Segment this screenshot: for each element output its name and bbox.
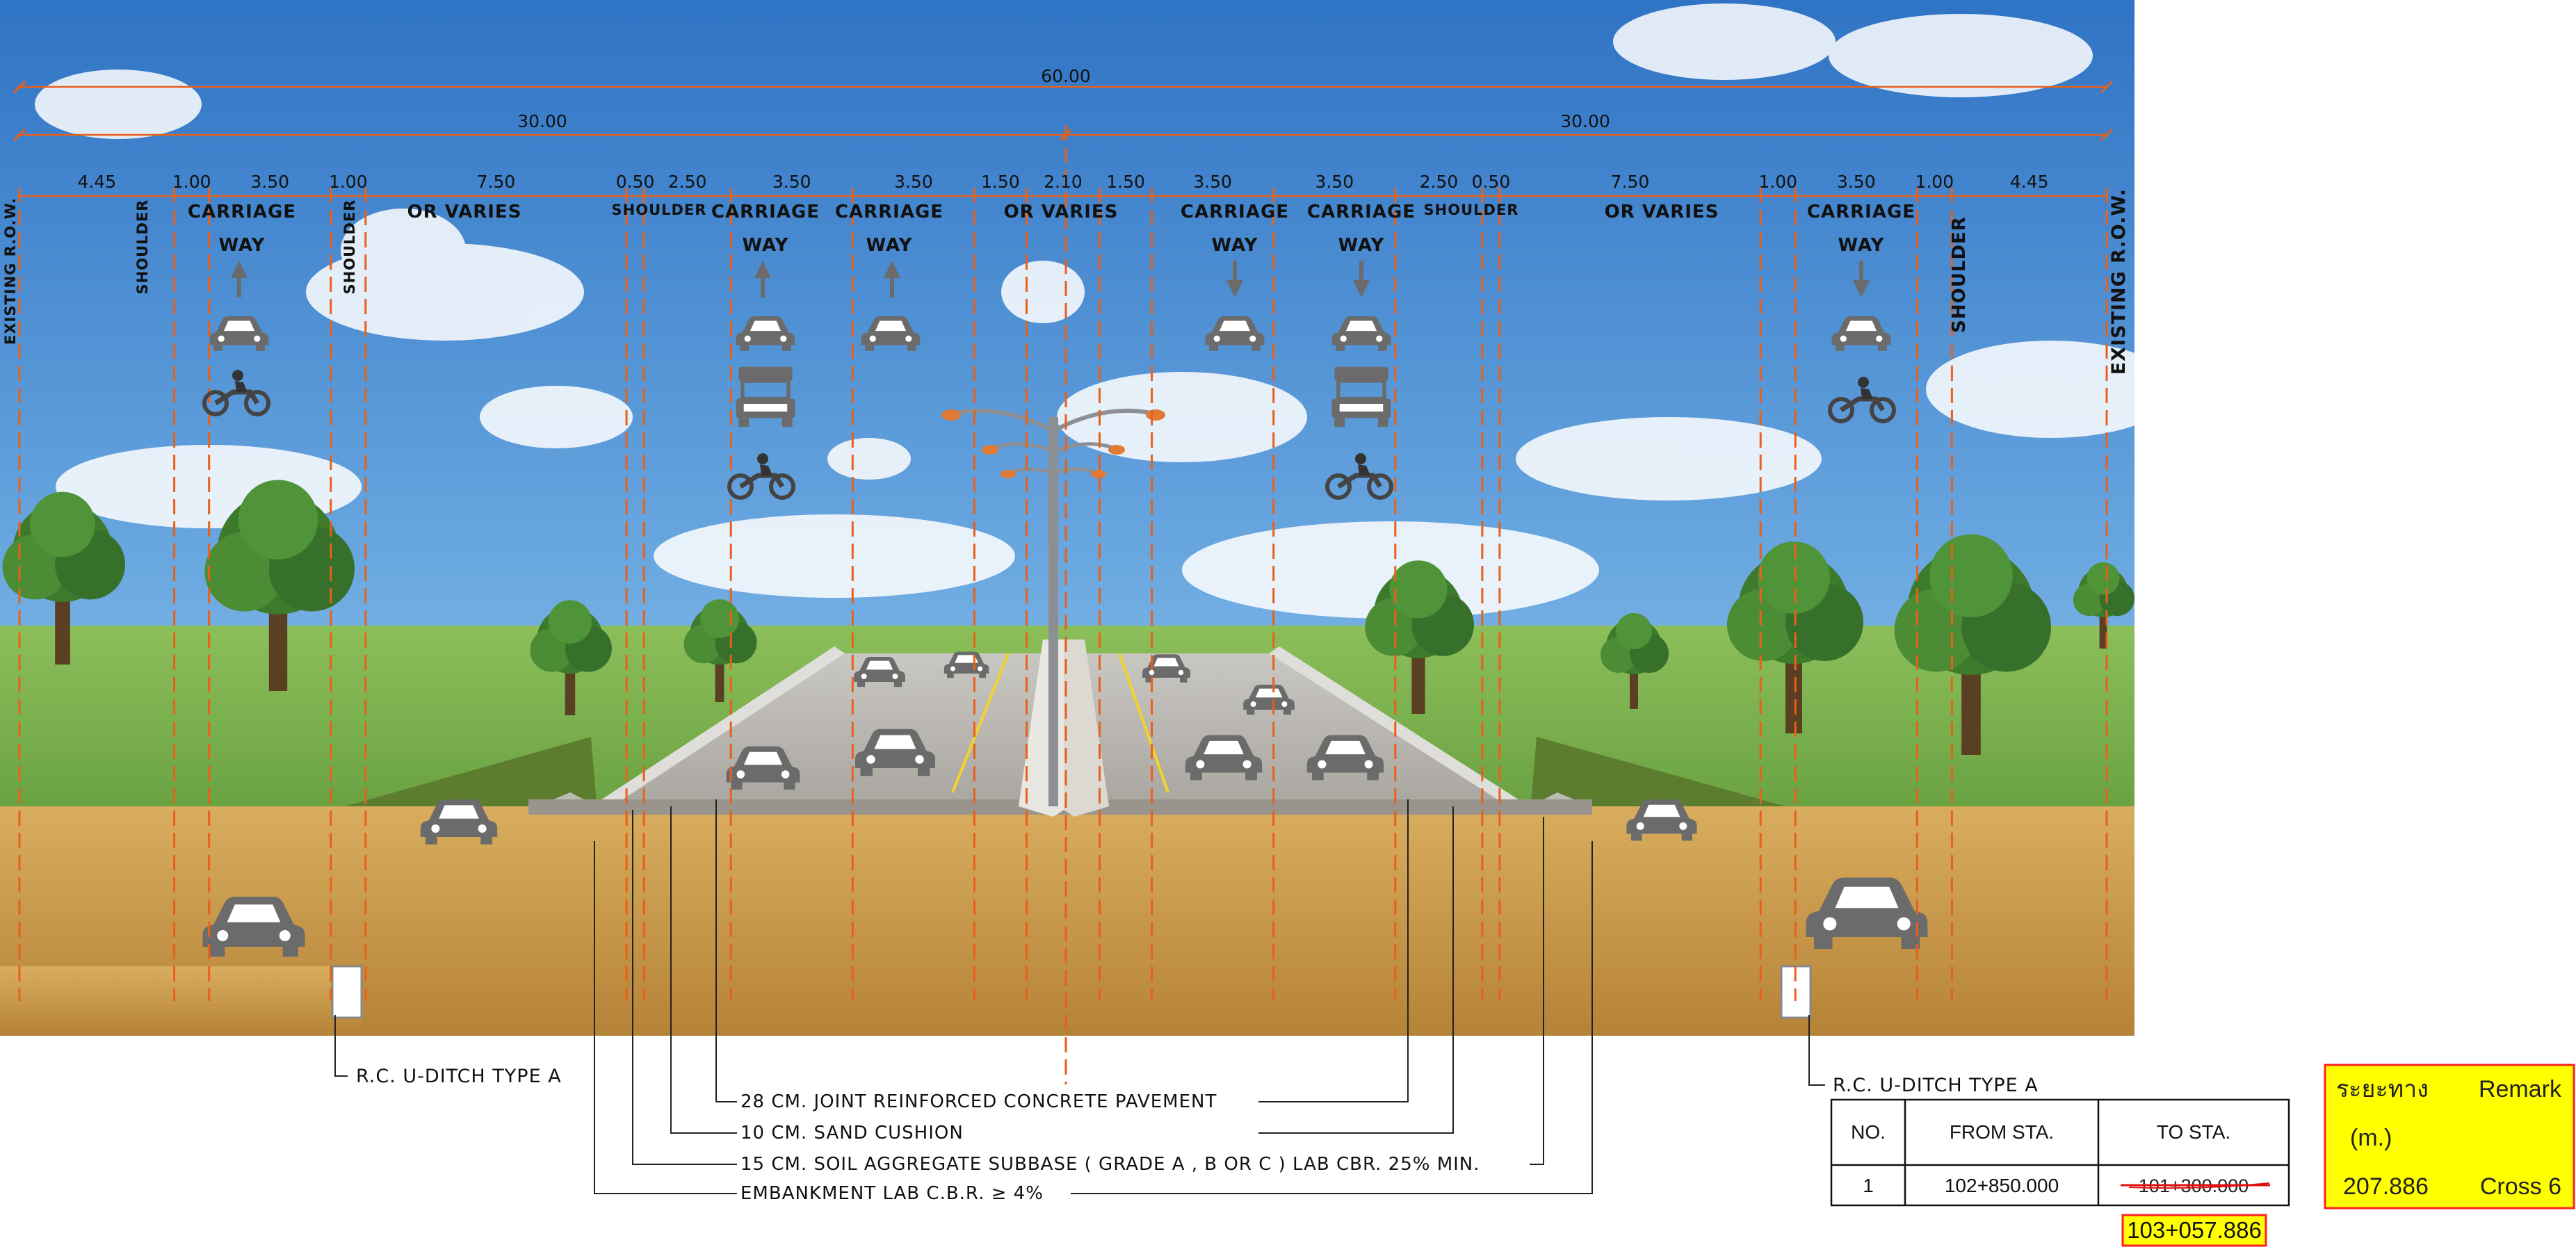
lane-label-way-2: WAY: [743, 235, 789, 256]
segment-width-label: 1.00: [329, 172, 368, 192]
remark-value: Cross 6: [2480, 1173, 2561, 1200]
table-cell-from: 102+850.000: [1945, 1175, 2059, 1196]
truck-icon: [736, 367, 795, 427]
segment-width-label: 4.45: [77, 172, 116, 192]
layer-callouts: [334, 799, 1825, 1194]
lane-label-shoulder-left-outer: SHOULDER: [134, 200, 151, 295]
arrow-up-icon: [754, 261, 771, 298]
arrow-down-icon: [1853, 261, 1870, 298]
traffic-icons: [204, 261, 1894, 498]
table-header-no: NO.: [1851, 1121, 1886, 1143]
layer-soil-aggregate-subbase: 15 CM. SOIL AGGREGATE SUBBASE ( GRADE A …: [740, 1154, 1480, 1175]
lane-label-carriage-3: CARRIAGE: [835, 202, 943, 222]
layer-sand-cushion: 10 CM. SAND CUSHION: [740, 1123, 964, 1143]
lane-label-way-6: WAY: [1838, 235, 1885, 256]
lane-label-carriage-2: CARRIAGE: [711, 202, 820, 222]
lane-label-carriage-4: CARRIAGE: [1181, 202, 1289, 222]
lane-labels: CARRIAGE WAY OR VARIES SHOULDER CARRIAGE…: [2, 188, 2130, 375]
segment-width-label: 3.50: [1837, 172, 1876, 192]
segment-width-label: 3.50: [772, 172, 811, 192]
lane-label-way-1: WAY: [219, 235, 266, 256]
segment-width-label: 3.50: [1315, 172, 1354, 192]
table-header-to: TO STA.: [2157, 1121, 2230, 1143]
dimension-tick: [2100, 128, 2114, 142]
street-light-icon: [941, 408, 1165, 806]
distance-value: 207.886: [2343, 1173, 2429, 1200]
segment-width-label: 1.50: [981, 172, 1020, 192]
arrow-down-icon: [1353, 261, 1370, 298]
layer-concrete-pavement: 28 CM. JOINT REINFORCED CONCRETE PAVEMEN…: [740, 1091, 1217, 1112]
lane-label-or-varies-right: OR VARIES: [1605, 202, 1719, 222]
segment-width-label: 2.10: [1044, 172, 1083, 192]
u-ditch-left: [331, 965, 363, 1019]
dimension-tick: [13, 80, 26, 94]
lane-label-shoulder-right-inner: SHOULDER: [1424, 202, 1519, 218]
segment-width-label: 3.50: [1193, 172, 1232, 192]
truck-icon: [1332, 367, 1391, 427]
existing-row-left: EXISTING R.O.W.: [2, 197, 19, 345]
half-width-label-right: 30.00: [1560, 111, 1610, 131]
lane-label-or-varies-left: OR VARIES: [407, 202, 522, 222]
layer-embankment: EMBANKMENT LAB C.B.R. ≥ 4%: [740, 1183, 1044, 1204]
lane-label-carriage-6: CARRIAGE: [1807, 202, 1915, 222]
lane-label-shoulder-right-outer: SHOULDER: [1949, 216, 1970, 333]
segment-width-label: 1.00: [1758, 172, 1797, 192]
segment-width-label: 7.50: [477, 172, 516, 192]
segment-width-label: 1.00: [1915, 172, 1954, 192]
half-width-label-left: 30.00: [517, 111, 567, 131]
distance-label: ระยะทาง: [2336, 1076, 2429, 1102]
u-ditch-label-right: R.C. U-DITCH TYPE A: [1833, 1075, 2039, 1096]
segment-width-label: 7.50: [1611, 172, 1650, 192]
dimension-tick: [2100, 80, 2114, 94]
lane-label-way-3: WAY: [866, 235, 913, 256]
arrow-up-icon: [231, 261, 248, 298]
segment-width-label: 0.50: [616, 172, 655, 192]
lane-label-shoulder-left-inner: SHOULDER: [612, 202, 707, 218]
new-station-box: 103+057.886: [2121, 1214, 2267, 1247]
new-station-value: 103+057.886: [2127, 1217, 2262, 1243]
table-header-from: FROM STA.: [1950, 1121, 2054, 1143]
lane-label-carriage-5: CARRIAGE: [1307, 202, 1416, 222]
station-table: NO. FROM STA. TO STA. 1 102+850.000 101+…: [1830, 1098, 2290, 1207]
u-ditch-label-left: R.C. U-DITCH TYPE A: [356, 1066, 562, 1087]
segment-width-label: 4.45: [2010, 172, 2049, 192]
lane-label-shoulder-left-mid: SHOULDER: [341, 200, 358, 295]
segment-width-label: 2.50: [1420, 172, 1459, 192]
lane-label-way-5: WAY: [1338, 235, 1385, 256]
table-cell-no: 1: [1863, 1175, 1874, 1196]
segment-width-label: 2.50: [668, 172, 707, 192]
segment-boundaries: [13, 80, 2114, 1001]
overall-width-label: 60.00: [1041, 66, 1091, 86]
dimension-tick: [13, 128, 26, 142]
remark-label: Remark: [2479, 1076, 2562, 1102]
arrow-down-icon: [1226, 261, 1243, 298]
segment-width-label: 3.50: [894, 172, 933, 192]
segment-width-label: 1.50: [1106, 172, 1145, 192]
lane-label-way-4: WAY: [1212, 235, 1258, 256]
remark-box: ระยะทาง Remark (m.) 207.886 Cross 6: [2324, 1064, 2575, 1210]
lane-label-or-varies-median: OR VARIES: [1004, 202, 1119, 222]
distance-unit: (m.): [2350, 1125, 2392, 1151]
dimension-tick: [1059, 128, 1073, 142]
segment-width-label: 1.00: [172, 172, 211, 192]
lane-label-carriage-1: CARRIAGE: [188, 202, 296, 222]
segment-width-label: 3.50: [250, 172, 289, 192]
segment-width-label: 0.50: [1472, 172, 1511, 192]
segment-labels: 4.45 1.00 3.50 1.00 7.50 0.50 2.50 3.50 3.50 1.50…: [77, 172, 2048, 192]
arrow-up-icon: [884, 261, 900, 298]
existing-row-right: EXISTING R.O.W.: [2108, 188, 2130, 375]
scene-background: [0, 0, 2134, 1036]
